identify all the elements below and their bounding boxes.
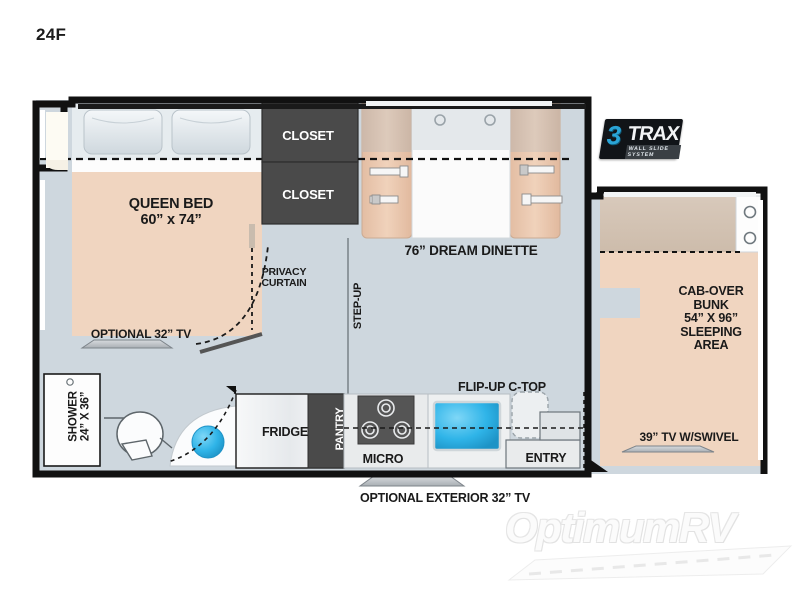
3trax-brand-badge: 3 TRAX WALL SLIDE SYSTEM	[598, 119, 684, 159]
optional-tv-mount	[80, 339, 174, 349]
floorplan-label-fridge: FRIDGE	[261, 425, 309, 439]
floorplan-label-privacy-curtain: PRIVACY CURTAIN	[261, 266, 307, 290]
floorplan-label-micro: MICRO	[362, 452, 404, 466]
floorplan-label-cab-over-bunk: CAB-OVER BUNK 54” X 96” SLEEPING AREA	[678, 284, 744, 352]
floorplan-label-queen-bed: QUEEN BED 60” x 74”	[128, 196, 214, 228]
floorplan-label-dream-dinette: 76” DREAM DINETTE	[404, 243, 538, 258]
floorplan-label-pantry: PANTRY	[334, 407, 347, 451]
floorplan-label-shower: SHOWER 24” X 36”	[67, 391, 92, 442]
floorplan-label-step-up: STEP-UP	[352, 282, 365, 330]
3trax-wordmark: TRAX	[626, 123, 681, 145]
entry-threshold	[588, 458, 608, 472]
queen-bed	[40, 104, 262, 336]
curtain-track	[249, 224, 255, 248]
3trax-tagline: WALL SLIDE SYSTEM	[624, 145, 682, 159]
dream-dinette	[358, 99, 572, 239]
floorplan-label-optional-tv: OPTIONAL 32” TV	[90, 327, 192, 341]
floorplan-label-closet-upper: CLOSET	[282, 128, 334, 143]
bathroom	[36, 362, 237, 474]
bed-pillows	[83, 109, 251, 155]
exterior-walls	[32, 96, 768, 478]
floorplan-label-exterior-tv: OPTIONAL EXTERIOR 32” TV	[360, 491, 530, 505]
cab-over-bunk	[600, 195, 765, 466]
floorplan-model-label: 24F	[36, 25, 67, 44]
bedroom-door-swing	[195, 245, 269, 354]
floorplan-label-flip-up-ctop: FLIP-UP C-TOP	[458, 380, 546, 394]
closet-cabinets	[261, 99, 359, 225]
wall-nub-a	[226, 386, 236, 394]
floorplan-label-entry: ENTRY	[525, 451, 567, 465]
floorplan-label-closet-lower: CLOSET	[282, 187, 334, 202]
slide-corner	[46, 160, 68, 170]
toilet	[104, 411, 173, 461]
slide-out-fill	[46, 112, 68, 168]
kitchen-run	[235, 391, 585, 470]
floorplan-label-swivel-tv: 39” TV W/SWIVEL	[639, 430, 739, 444]
